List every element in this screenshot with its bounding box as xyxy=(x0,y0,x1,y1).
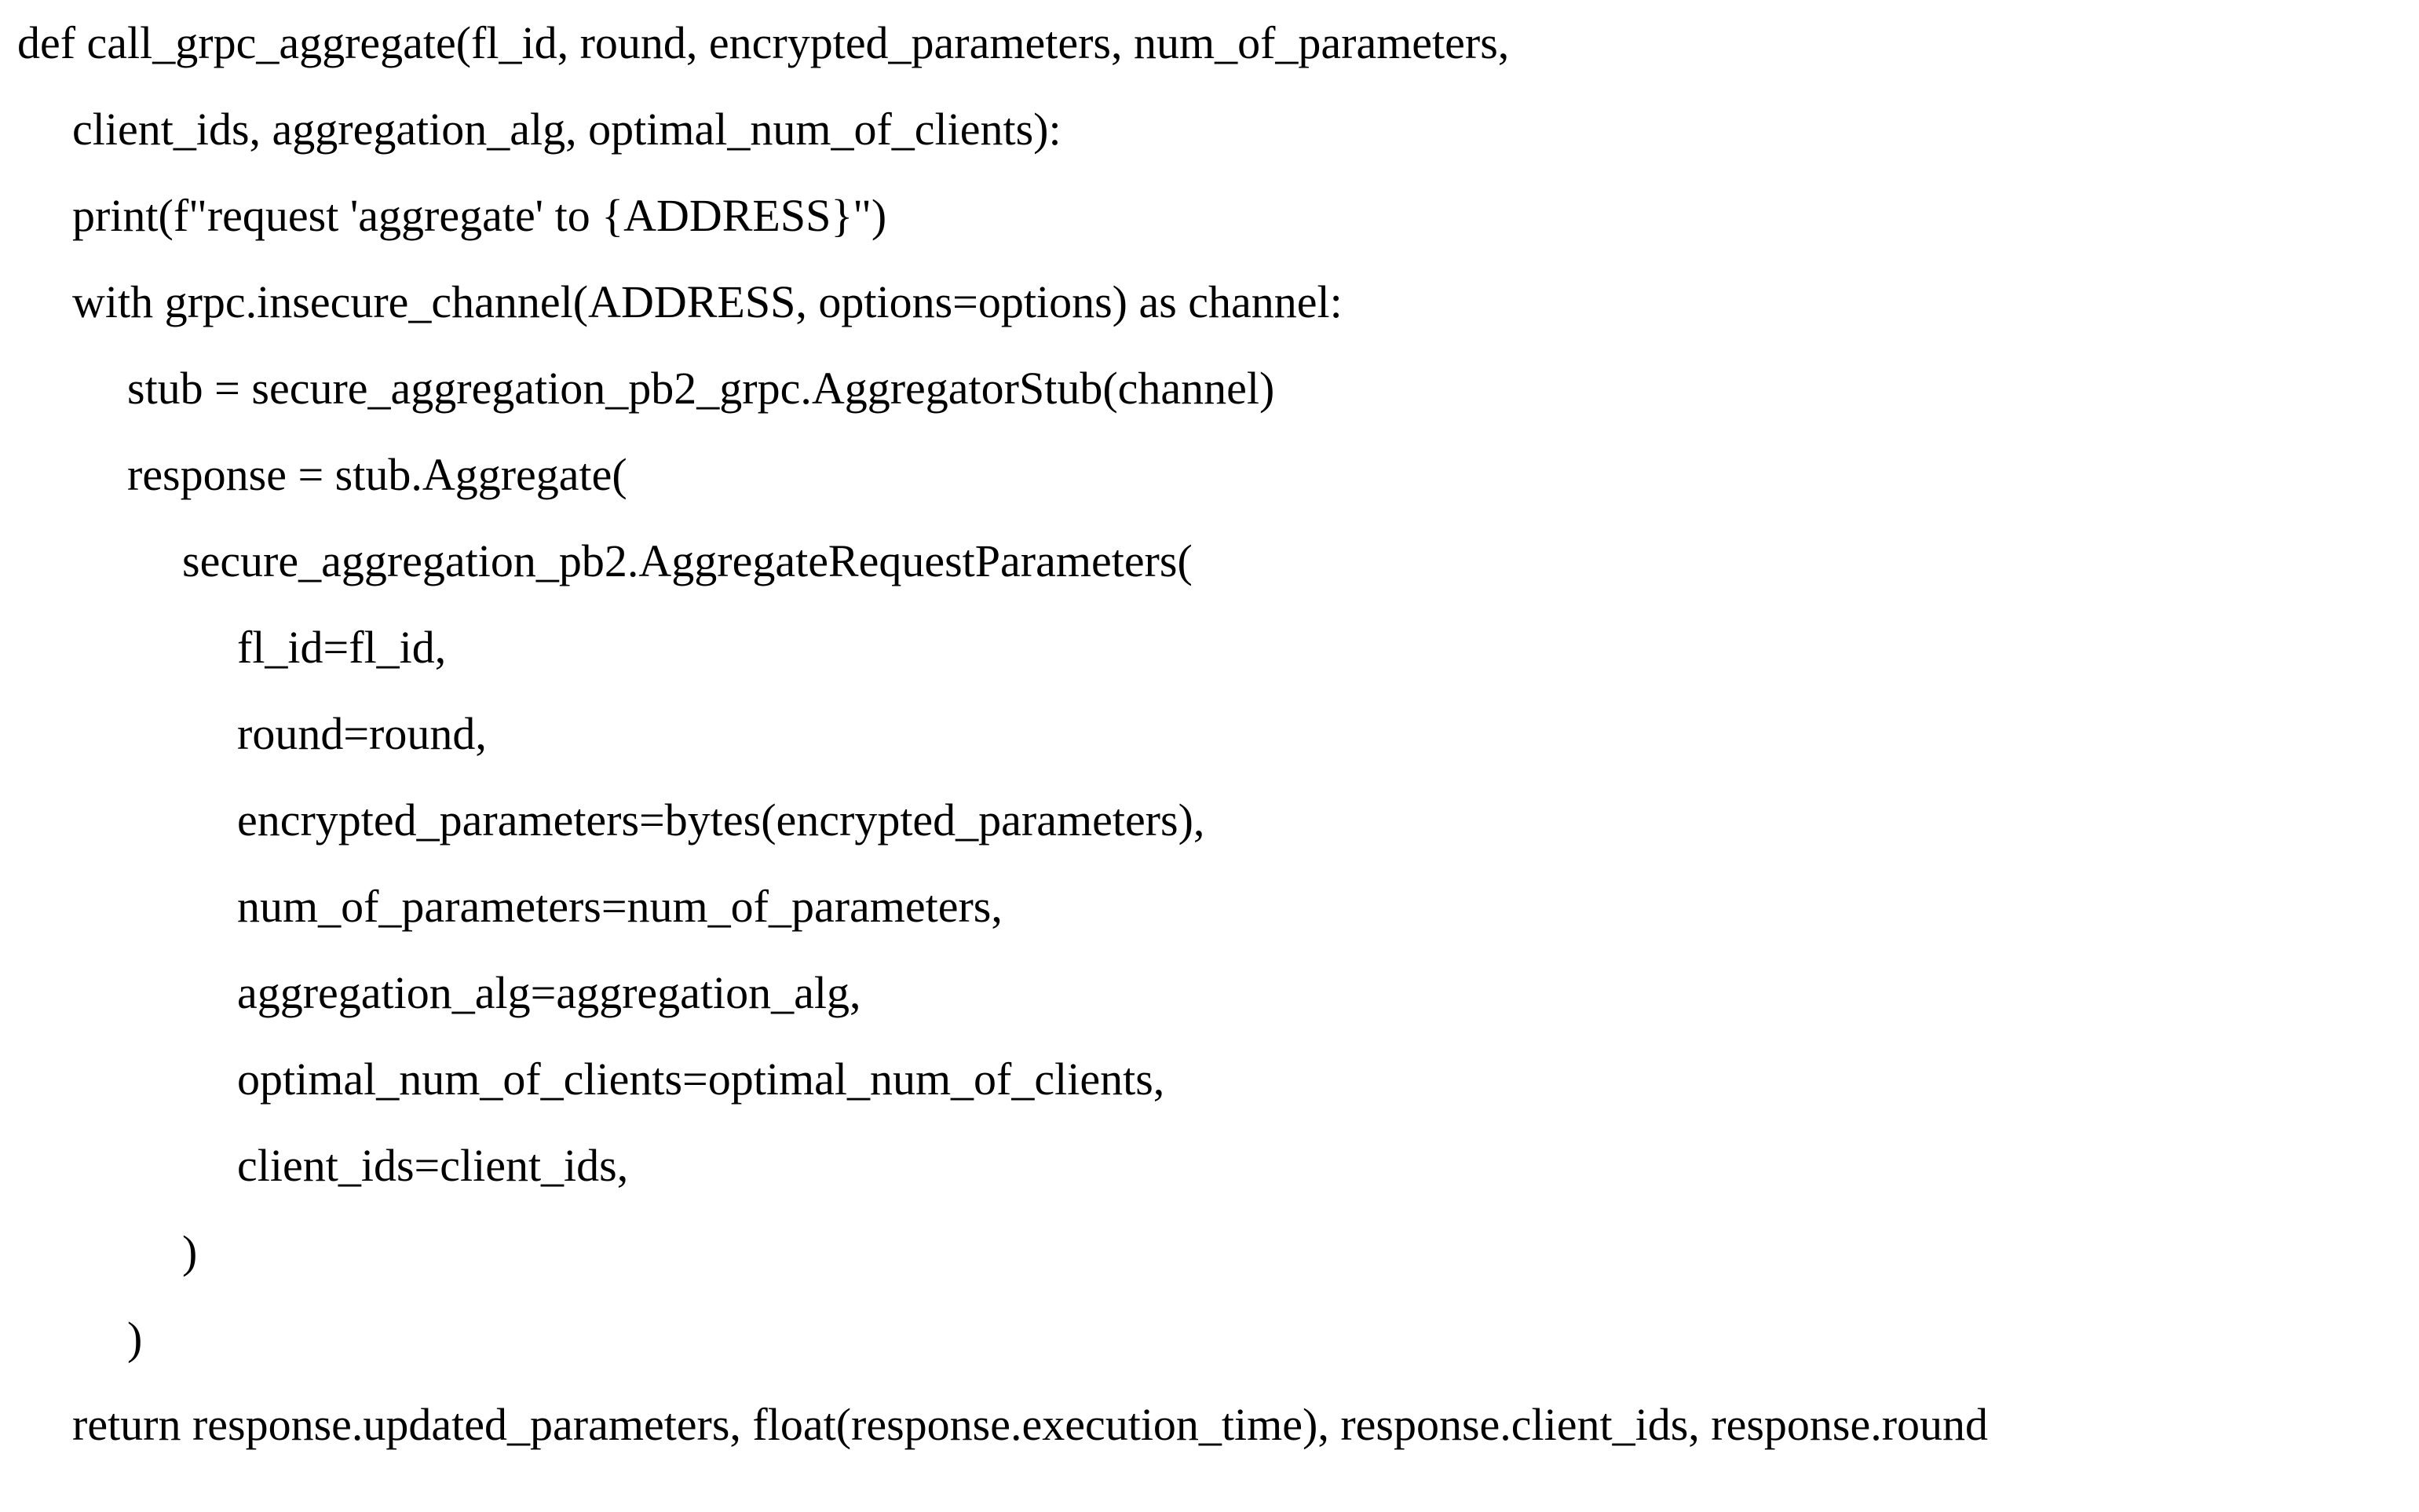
code-line: with grpc.insecure_channel(ADDRESS, opti… xyxy=(72,276,1343,327)
code-line: ) xyxy=(127,1313,143,1364)
code-line: print(f"request 'aggregate' to {ADDRESS}… xyxy=(72,190,887,241)
code-line: fl_id=fl_id, xyxy=(237,622,447,673)
code-line: aggregation_alg=aggregation_alg, xyxy=(237,967,861,1018)
code-line: response = stub.Aggregate( xyxy=(127,449,627,500)
code-line: num_of_parameters=num_of_parameters, xyxy=(237,881,1003,932)
code-line: secure_aggregation_pb2.AggregateRequestP… xyxy=(182,535,1193,586)
code-line: stub = secure_aggregation_pb2_grpc.Aggre… xyxy=(127,363,1275,414)
code-line: ) xyxy=(182,1226,198,1277)
code-line: client_ids, aggregation_alg, optimal_num… xyxy=(72,104,1062,155)
code-line: encrypted_parameters=bytes(encrypted_par… xyxy=(237,794,1205,845)
code-line: optimal_num_of_clients=optimal_num_of_cl… xyxy=(237,1054,1165,1105)
code-line: return response.updated_parameters, floa… xyxy=(72,1399,1989,1450)
code-line: round=round, xyxy=(237,708,487,759)
code-line: client_ids=client_ids, xyxy=(237,1140,629,1191)
code-line: def call_grpc_aggregate(fl_id, round, en… xyxy=(17,17,1510,68)
